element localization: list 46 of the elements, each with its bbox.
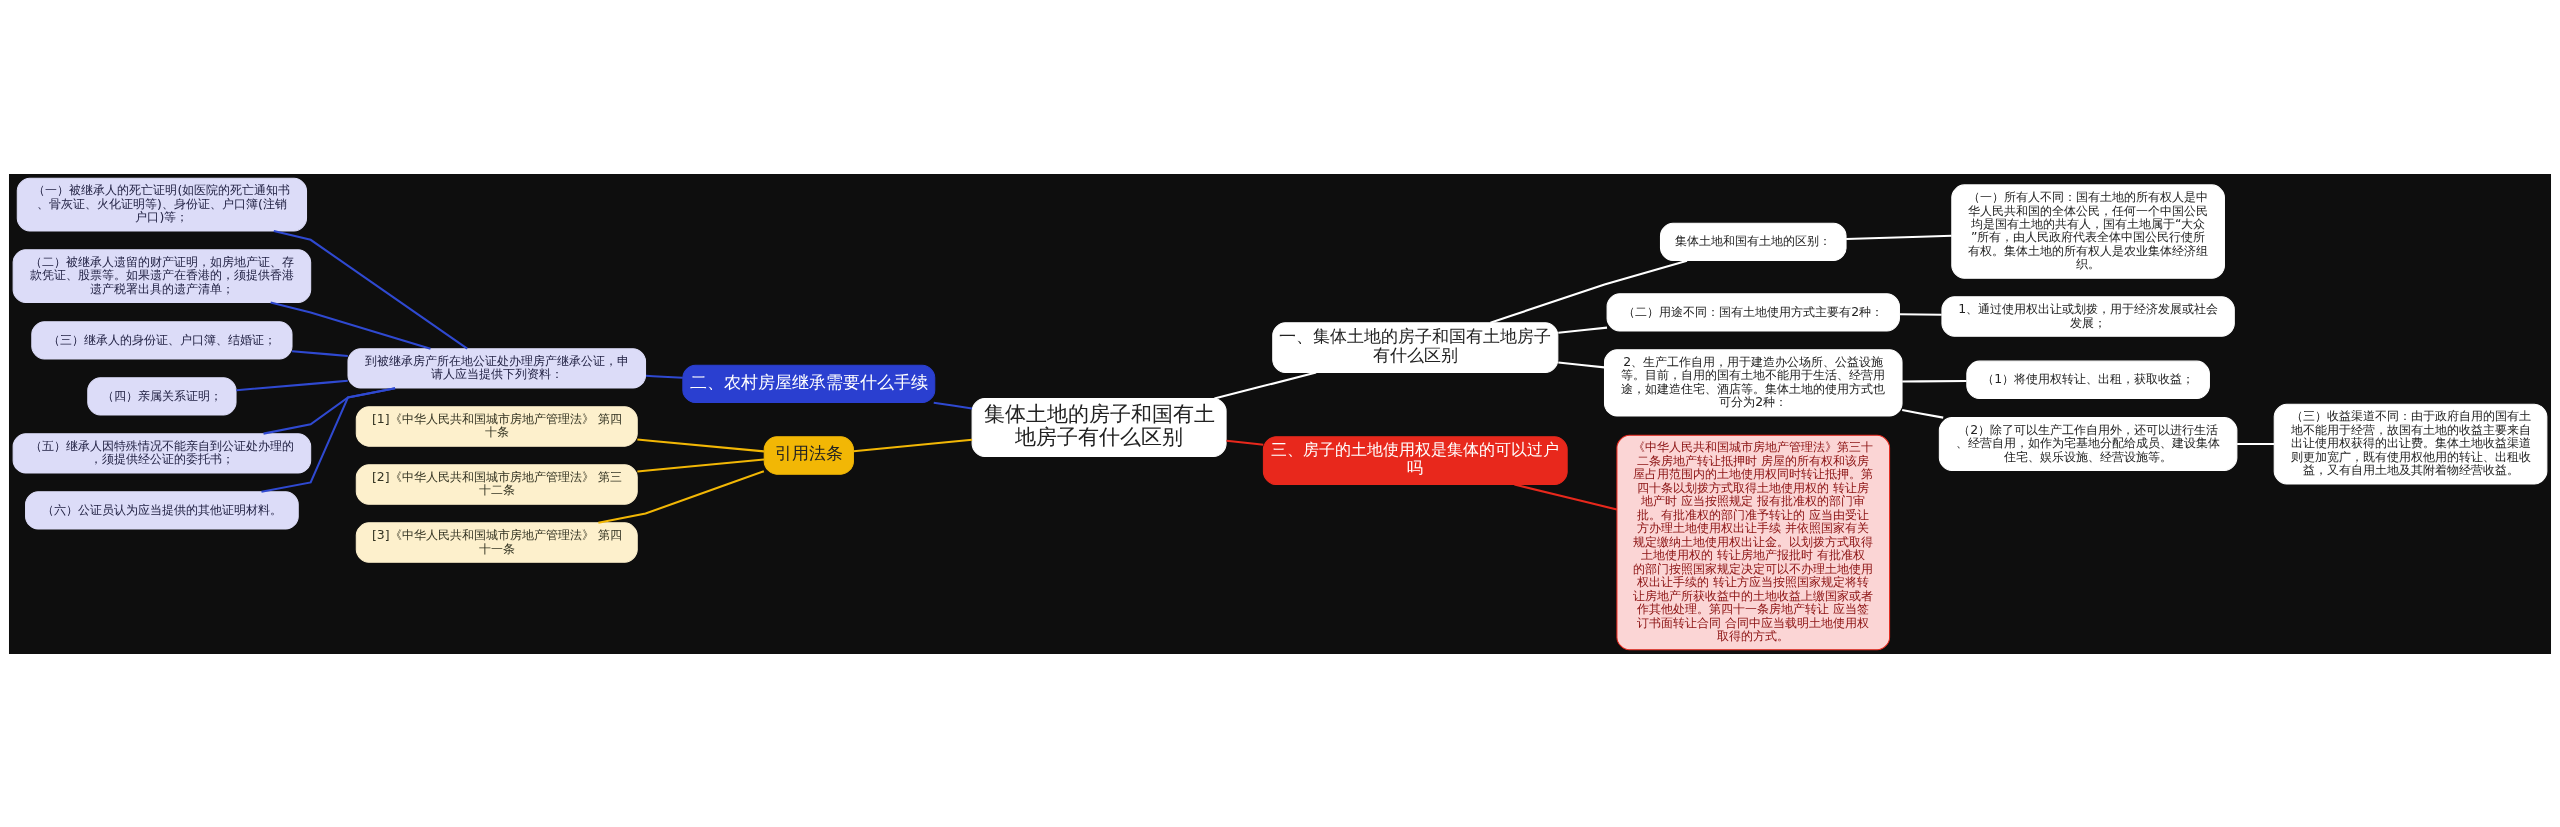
connector [292, 349, 348, 357]
connector [1514, 483, 1618, 511]
connector [1226, 439, 1264, 446]
node-box: 二、农村房屋继承需要什么手续 [682, 364, 936, 403]
node-box: （2）除了可以生产工作自用外，还可以进行生活、经营自用，如作为宅基地分配给成员、建设集体住宅、娱乐设施、经营设施等。 [1938, 416, 2238, 471]
node-box: [2]《中华人民共和国城市房地产管理法》 第三十二条 [355, 463, 638, 505]
node-box: （四）亲属关系证明； [87, 376, 237, 416]
connector [933, 401, 973, 409]
connector [1899, 312, 1942, 316]
connector [1490, 259, 1688, 324]
connector [637, 437, 765, 452]
node-box: （二）被继承人遗留的财产证明，如房地产证、存款凭证、股票等。如果遗产在香港的，须提供香港遗产税署出具的遗产清单； [12, 248, 312, 303]
node-box: （三）继承人的身份证、户口簿、结婚证； [31, 320, 293, 360]
node-box: （一）被继承人的死亡证明(如医院的死亡通知书、骨灰证、火化证明等)、身份证、户口簿(注销户口)等； [16, 177, 308, 232]
connector [270, 301, 431, 350]
node-box: 2、生产工作自用，用于建造办公场所、公益设施等。目前，自用的国有土地不能用于生活、经营用途，如建造住宅、酒店等。集体土地的使用方式也可分为2种： [1603, 348, 1903, 417]
connector [273, 229, 468, 349]
node-box: （六）公证员认为应当提供的其他证明材料。 [25, 490, 299, 530]
connector [853, 438, 973, 452]
node-box: 一、集体土地的房子和国有土地房子有什么区别 [1272, 321, 1559, 373]
connector [645, 374, 683, 379]
connector [1902, 408, 1944, 419]
connector [2237, 442, 2275, 445]
node-box: 集体土地的房子和国有土地房子有什么区别 [971, 397, 1227, 457]
node-box: （1）将使用权转让、出租，获取收益； [1966, 360, 2210, 399]
node-box: [3]《中华人民共和国城市房地产管理法》 第四十一条 [355, 521, 638, 563]
node-box: （五）继承人因特殊情况不能亲自到公证处办理的，须提供经公证的委托书； [12, 432, 312, 474]
connector [261, 386, 396, 493]
connector [637, 458, 765, 472]
node-box: （二）用途不同：国有土地使用方式主要有2种： [1606, 292, 1900, 332]
connector [1558, 361, 1605, 368]
node-box: 到被继承房产所在地公证处办理房产继承公证，申请人应当提供下列资料： [347, 347, 647, 389]
connector [1846, 234, 1952, 240]
node-box: 《中华人民共和国城市房地产管理法》第三十二条房地产转让抵押时 房屋的所有权和该房屋占用范围内的土地使用权同时转让抵押。第四十条以划拨方式取得土地使用权的 转让房地产时 应当按照规定 报有批准权的部门审批。有批准权的部门准予转让的 应当由受让方办理土地使用权出让手续 并依照国家有关规定缴纳土地使用权出让金。以划拨方式取得土地使用权的 转让房地产报批时 有批准权的部门按照国家规定决定可以不办理土地使用权出让手续的 转让方应当按照国家规定将转让房地产所获收益中的土地收益上缴国家或者作其他处理。第四十一条房地产转让 应当签订书面转让合同 合同中应当载明土地使用权取得的方式。 [1616, 434, 1891, 650]
connector [1902, 379, 1967, 383]
node-box: （三）收益渠道不同：由于政府自用的国有土地不能用于经营，故国有土地的收益主要来自出让使用权获得的出让费。集体土地收益渠道则更加宽广，既有使用权他用的转让、出租收益，又有自用土地及其附着物经营收益。 [2273, 403, 2548, 484]
connector [598, 469, 765, 524]
connector [236, 379, 348, 391]
node-box: 1、通过使用权出让或划拨，用于经济发展或社会发展； [1941, 295, 2235, 337]
node-box: 集体土地和国有土地的区别： [1659, 222, 1847, 261]
node-box: （一）所有人不同：国有土地的所有权人是中华人民共和国的全体公民，任何一个中国公民均是国有土地的共有人，国有土地属于“大众”所有，由人民政府代表全体中国公民行使所有权。集体土地的所有权人是农业集体经济组织。 [1951, 183, 2225, 279]
node-box: [1]《中华人民共和国城市房地产管理法》 第四十条 [355, 405, 638, 447]
connector [1214, 371, 1317, 399]
node-box: 引用法条 [763, 435, 854, 475]
node-box: 三、房子的土地使用权是集体的可以过户吗 [1262, 435, 1568, 485]
connector [1558, 326, 1608, 334]
